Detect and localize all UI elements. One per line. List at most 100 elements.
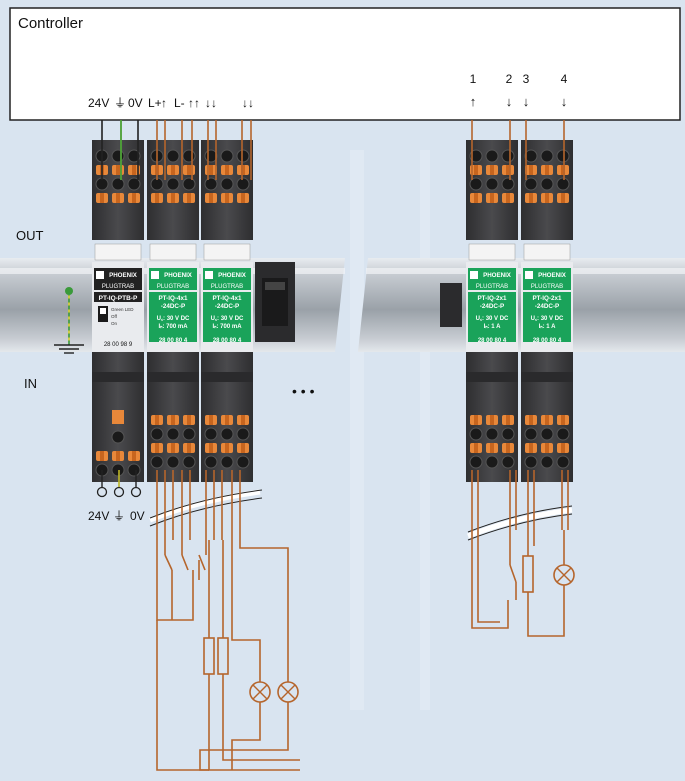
screw-terminal <box>540 177 554 191</box>
screw-terminal <box>501 455 515 469</box>
connector-clamp-slot <box>171 193 175 203</box>
series-name: PLUGTRAB <box>211 284 243 290</box>
brand-name: PHOENIX <box>218 272 247 279</box>
base-element <box>255 262 462 342</box>
controller-terminal-label: ↑ <box>161 96 167 110</box>
connector-clamp-slot <box>529 165 533 175</box>
switch-knob <box>100 308 106 314</box>
connector-clamp-slot <box>187 193 191 203</box>
screw-terminal <box>220 177 234 191</box>
screw-terminal <box>182 177 196 191</box>
module-spec-voltage: U꜀: 30 V DC <box>531 316 564 322</box>
screw-terminal <box>236 427 250 441</box>
screw-terminal <box>111 463 125 477</box>
ellipsis: • • • <box>292 383 315 399</box>
screw-terminal <box>485 455 499 469</box>
connector-clamp-slot <box>100 193 104 203</box>
switch-contact <box>164 554 173 571</box>
module-brand-header <box>149 268 197 290</box>
brand-name: PHOENIX <box>109 272 138 279</box>
connector-clamp-slot <box>490 165 494 175</box>
connector-clamp-slot <box>561 415 565 425</box>
channel-arrow: ↓ <box>506 94 513 109</box>
controller-terminal-label: 24V <box>88 96 109 110</box>
module-spec-current: Iₙ: 1 A <box>539 324 557 330</box>
lamp-icon <box>553 564 575 586</box>
lamp-cross <box>556 567 572 583</box>
connector-clamp-slot <box>132 451 136 461</box>
wiring <box>101 120 575 771</box>
screw-terminal <box>501 177 515 191</box>
screw-terminal <box>469 455 483 469</box>
screw-terminal <box>166 427 180 441</box>
screw-terminal <box>182 455 196 469</box>
type-bar <box>94 292 142 302</box>
connector-clamp-slot <box>132 165 136 175</box>
screw-terminal <box>540 427 554 441</box>
terminal-circle-icon <box>96 486 108 498</box>
connector-clamp <box>112 410 124 424</box>
screw-terminal <box>556 149 570 163</box>
supply-label-24v: 24V <box>88 509 109 523</box>
phoenix-logo-icon <box>151 271 159 279</box>
led-label: Green LED <box>111 307 134 312</box>
module-green-plate <box>149 292 197 342</box>
screw-terminal <box>204 177 218 191</box>
wire <box>222 674 300 761</box>
module-window <box>94 243 142 261</box>
module-type-suffix: -24DC-P <box>215 303 240 310</box>
connector-clamp-slot <box>155 193 159 203</box>
supply-label-0v: 0V <box>130 509 145 523</box>
cable-break-line <box>467 505 573 533</box>
connector-clamp-slot <box>225 443 229 453</box>
connector-clamp-slot <box>474 415 478 425</box>
screw-terminal <box>182 427 196 441</box>
cable-break-line <box>149 497 263 527</box>
connector-clamp-slot <box>132 193 136 203</box>
screw-terminal <box>524 455 538 469</box>
controller-terminal-label: L- <box>174 96 185 110</box>
connector-clamp-slot <box>490 415 494 425</box>
channel-number: 2 <box>506 72 513 86</box>
resistor <box>203 637 215 675</box>
screw-terminal <box>127 463 141 477</box>
supply-label-ground: ⏚ <box>113 509 125 523</box>
module-ridge <box>92 372 144 382</box>
wire <box>231 540 261 682</box>
module-brand-header <box>94 268 142 290</box>
connector-clamp-slot <box>241 165 245 175</box>
connector-clamp-slot <box>545 193 549 203</box>
wire <box>471 530 509 629</box>
screw-terminal <box>127 149 141 163</box>
out-label: OUT <box>16 228 44 243</box>
part-number: 28 00 80 4 <box>159 338 188 344</box>
resistor <box>217 637 229 675</box>
part-number: 28 00 80 4 <box>478 338 507 344</box>
led-label: Off <box>111 314 118 319</box>
brand-name: PHOENIX <box>538 272 567 279</box>
module-brand-header <box>468 268 516 290</box>
module-type: PT-IQ-PTB-P <box>99 295 138 302</box>
module-type-suffix: -24DC-P <box>161 303 186 310</box>
connector-clamp-slot <box>187 415 191 425</box>
connector-clamp-slot <box>506 443 510 453</box>
controller-terminal-label: L+ <box>148 96 162 110</box>
connector-clamp-slot <box>225 415 229 425</box>
phoenix-logo-icon <box>470 271 478 279</box>
connector-clamp-slot <box>209 443 213 453</box>
channel-number: 1 <box>470 72 477 86</box>
module-ridge <box>466 372 518 382</box>
screw-terminal <box>485 177 499 191</box>
controller-terminal-label: 0V <box>128 96 143 110</box>
series-name: PLUGTRAB <box>476 284 508 290</box>
module-ridge <box>147 372 199 382</box>
screw-terminal <box>469 177 483 191</box>
in-label: IN <box>24 376 37 391</box>
connector-clamp-slot <box>171 443 175 453</box>
screw-terminal <box>204 455 218 469</box>
lamp-icon <box>249 681 271 703</box>
wire <box>231 702 261 770</box>
